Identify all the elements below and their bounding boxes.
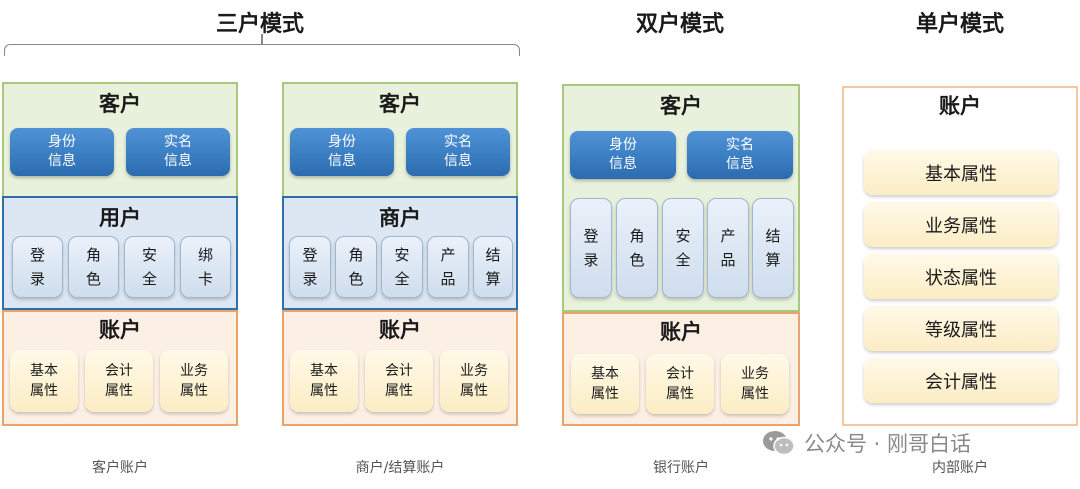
d2-realname-info: 实名 信息 xyxy=(406,128,510,176)
d4-status-attr: 状态属性 xyxy=(864,254,1058,299)
d1-business-attr: 业务 属性 xyxy=(160,350,228,412)
d1-role: 角 色 xyxy=(68,236,119,298)
d3-identity-info: 身份 信息 xyxy=(570,131,676,179)
wechat-icon xyxy=(763,431,795,456)
header-three-account-mode: 三户模式 xyxy=(215,12,304,37)
d1-customer-title: 客户 xyxy=(99,92,141,116)
d1-identity-info: 身份 信息 xyxy=(10,128,114,176)
d2-accounting-attr: 会计 属性 xyxy=(365,350,433,412)
d2-settlement: 结 算 xyxy=(473,236,513,298)
d2-business-attr: 业务 属性 xyxy=(440,350,508,412)
d4-basic-attr: 基本属性 xyxy=(864,150,1058,195)
d3-security: 安 全 xyxy=(662,198,704,298)
d3-product: 产 品 xyxy=(707,198,749,298)
d3-basic-attr: 基本 属性 xyxy=(571,354,639,414)
three-mode-brace xyxy=(4,44,520,56)
watermark: 公众号 · 刚哥白话 xyxy=(762,428,971,458)
d1-bind-card: 绑 卡 xyxy=(180,236,231,298)
d4-accounting-attr: 会计属性 xyxy=(864,358,1058,403)
d2-security: 安 全 xyxy=(381,236,423,298)
d1-accounting-attr: 会计 属性 xyxy=(85,350,153,412)
watermark-text: 公众号 · 刚哥白话 xyxy=(804,432,972,456)
d3-account-title: 账户 xyxy=(660,320,702,344)
d2-caption: 商户/结算账户 xyxy=(355,460,445,476)
d3-settlement: 结 算 xyxy=(752,198,794,298)
d2-merchant-title: 商户 xyxy=(379,206,421,230)
d1-basic-attr: 基本 属性 xyxy=(10,350,78,412)
d2-identity-info: 身份 信息 xyxy=(290,128,394,176)
d2-login: 登 录 xyxy=(289,236,331,298)
d1-caption: 客户账户 xyxy=(92,460,148,476)
d2-role: 角 色 xyxy=(335,236,377,298)
d3-role: 角 色 xyxy=(616,198,658,298)
three-mode-brace-tick xyxy=(261,34,263,44)
d2-customer-title: 客户 xyxy=(379,92,421,116)
header-two-account-mode: 双户模式 xyxy=(635,12,724,37)
d4-business-attr: 业务属性 xyxy=(864,202,1058,247)
d3-realname-info: 实名 信息 xyxy=(687,131,793,179)
d3-login: 登 录 xyxy=(570,198,612,298)
d2-product: 产 品 xyxy=(427,236,469,298)
d4-level-attr: 等级属性 xyxy=(864,306,1058,351)
d1-realname-info: 实名 信息 xyxy=(126,128,230,176)
d2-basic-attr: 基本 属性 xyxy=(290,350,358,412)
d3-customer-title: 客户 xyxy=(660,94,702,118)
d4-caption: 内部账户 xyxy=(932,460,988,476)
d3-caption: 银行账户 xyxy=(653,460,709,476)
d1-login: 登 录 xyxy=(12,236,63,298)
d2-account-title: 账户 xyxy=(379,318,421,342)
d1-security: 安 全 xyxy=(124,236,175,298)
header-single-account-mode: 单户模式 xyxy=(915,12,1004,37)
d1-account-title: 账户 xyxy=(99,318,141,342)
d3-accounting-attr: 会计 属性 xyxy=(646,354,714,414)
d3-business-attr: 业务 属性 xyxy=(721,354,789,414)
d1-user-title: 用户 xyxy=(99,206,141,230)
d4-account-title: 账户 xyxy=(939,94,981,118)
